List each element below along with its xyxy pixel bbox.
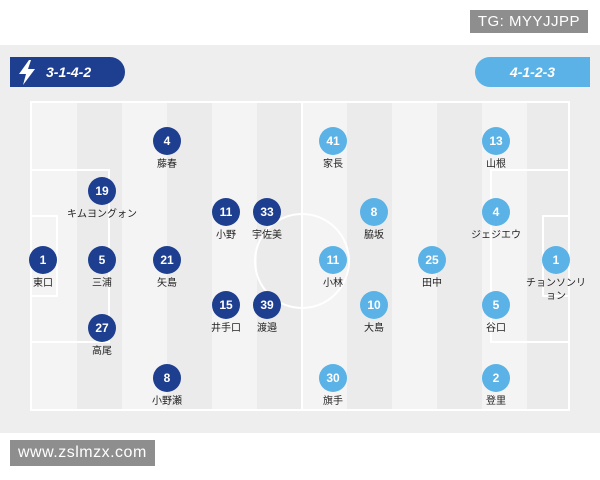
home-player[interactable]: 19 キムヨングォン xyxy=(57,177,147,221)
player-name: キムヨングォン xyxy=(67,209,137,220)
player-number: 5 xyxy=(482,291,510,319)
lineup-panel: 3-1-4-2 4-1-2-3 xyxy=(0,45,600,433)
player-number: 2 xyxy=(482,364,510,392)
away-player[interactable]: 1 チョンソンリョン xyxy=(511,246,600,303)
home-player[interactable]: 33 宇佐美 xyxy=(222,198,312,242)
player-number: 10 xyxy=(360,291,388,319)
away-formation-badge: 4-1-2-3 xyxy=(475,57,590,87)
player-number: 39 xyxy=(253,291,281,319)
player-name: 山根 xyxy=(486,159,506,170)
player-name: 登里 xyxy=(486,396,506,407)
away-formation-label: 4-1-2-3 xyxy=(509,64,556,80)
watermark-top: TG: MYYJJPP xyxy=(469,10,588,33)
player-name: チョンソンリョン xyxy=(526,278,586,302)
home-player[interactable]: 27 高尾 xyxy=(57,314,147,358)
away-player[interactable]: 13 山根 xyxy=(451,127,541,171)
player-name: 高尾 xyxy=(92,346,112,357)
player-name: 小林 xyxy=(323,278,343,289)
player-name: 矢島 xyxy=(157,278,177,289)
player-number: 13 xyxy=(482,127,510,155)
football-pitch xyxy=(30,101,570,411)
player-number: 8 xyxy=(360,198,388,226)
lightning-logo-icon xyxy=(19,60,35,85)
home-player[interactable]: 4 藤春 xyxy=(122,127,212,171)
away-player[interactable]: 2 登里 xyxy=(451,364,541,408)
away-player[interactable]: 8 脇坂 xyxy=(329,198,419,242)
home-player[interactable]: 39 渡邉 xyxy=(222,291,312,335)
player-name: 三浦 xyxy=(92,278,112,289)
player-name: 田中 xyxy=(422,278,442,289)
player-number: 1 xyxy=(29,246,57,274)
player-name: 藤春 xyxy=(157,159,177,170)
player-name: 旗手 xyxy=(323,396,343,407)
away-player[interactable]: 10 大島 xyxy=(329,291,419,335)
player-name: 谷口 xyxy=(486,323,506,334)
player-number: 15 xyxy=(212,291,240,319)
player-number: 8 xyxy=(153,364,181,392)
player-name: 大島 xyxy=(364,323,384,334)
away-player[interactable]: 30 旗手 xyxy=(288,364,378,408)
center-circle xyxy=(254,213,350,309)
player-number: 19 xyxy=(88,177,116,205)
away-player[interactable]: 41 家長 xyxy=(288,127,378,171)
player-name: 東口 xyxy=(33,278,53,289)
player-number: 21 xyxy=(153,246,181,274)
player-number: 1 xyxy=(542,246,570,274)
player-name: ジェジエウ xyxy=(471,230,521,241)
away-player[interactable]: 25 田中 xyxy=(387,246,477,290)
player-number: 27 xyxy=(88,314,116,342)
home-player[interactable]: 15 井手口 xyxy=(181,291,271,335)
player-number: 5 xyxy=(88,246,116,274)
home-player[interactable]: 5 三浦 xyxy=(57,246,147,290)
home-player[interactable]: 8 小野瀬 xyxy=(122,364,212,408)
player-number: 11 xyxy=(212,198,240,226)
player-number: 4 xyxy=(153,127,181,155)
player-name: 井手口 xyxy=(211,323,241,334)
away-player[interactable]: 11 小林 xyxy=(288,246,378,290)
player-number: 4 xyxy=(482,198,510,226)
player-number: 33 xyxy=(253,198,281,226)
home-player[interactable]: 21 矢島 xyxy=(122,246,212,290)
player-name: 小野瀬 xyxy=(152,396,182,407)
player-number: 25 xyxy=(418,246,446,274)
player-name: 家長 xyxy=(323,159,343,170)
player-name: 脇坂 xyxy=(364,230,384,241)
away-player[interactable]: 5 谷口 xyxy=(451,291,541,335)
watermark-bottom: www.zslmzx.com xyxy=(10,440,155,466)
player-name: 小野 xyxy=(216,230,236,241)
away-player[interactable]: 4 ジェジエウ xyxy=(451,198,541,242)
home-player[interactable]: 11 小野 xyxy=(181,198,271,242)
home-player[interactable]: 1 東口 xyxy=(0,246,88,290)
player-number: 11 xyxy=(319,246,347,274)
player-number: 30 xyxy=(319,364,347,392)
home-formation-label: 3-1-4-2 xyxy=(46,64,92,80)
player-number: 41 xyxy=(319,127,347,155)
player-name: 渡邉 xyxy=(257,323,277,334)
player-name: 宇佐美 xyxy=(252,230,282,241)
